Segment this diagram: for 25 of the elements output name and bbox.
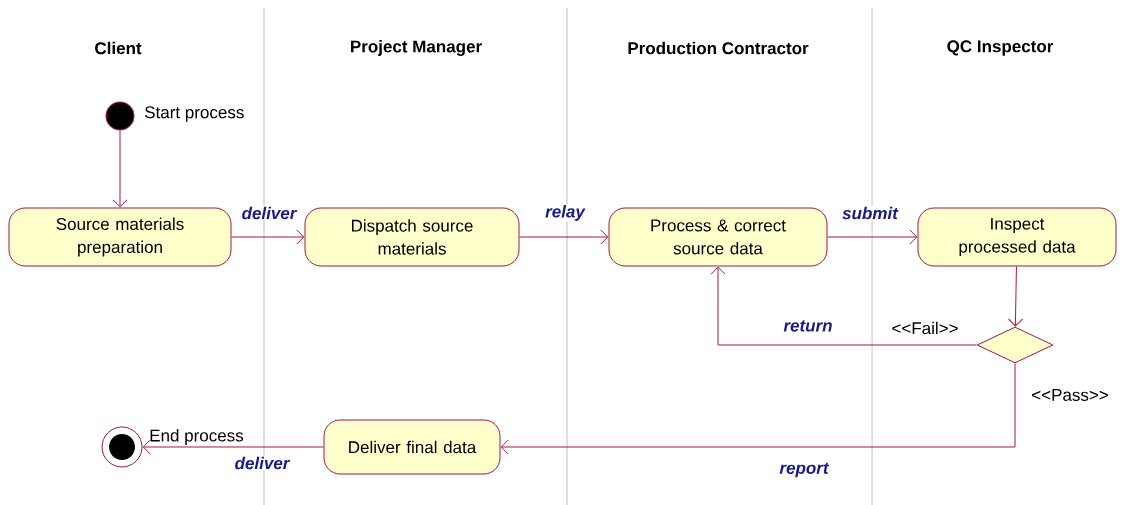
lane-heading: QC Inspector [947,40,1054,56]
arrow [112,130,128,208]
node-caption: Start process [145,106,244,122]
end-node [101,426,143,468]
arrow [710,266,977,346]
activity-box: Process & correct source data [608,207,828,267]
lane-heading: Project Manager [351,40,482,56]
activity-box: Inspect processed data [917,207,1117,267]
activity-box: Dispatch source materials [304,207,520,267]
lane-heading: Production Contractor [628,41,809,55]
start-node [105,101,135,131]
lane-heading: Client [95,41,142,55]
arrow [1008,266,1023,327]
node-caption: End process [150,429,244,445]
arrow [500,363,1016,455]
arrow [231,229,305,245]
activity-box: Source materials preparation [8,207,232,267]
activity-box: Deliver final data [323,419,501,475]
arrow [827,229,918,245]
edge-label: relay [544,204,586,222]
edge-label: return [782,319,834,333]
arrow [519,229,609,245]
arrow [142,439,324,455]
decision-diamond [976,326,1054,364]
guard-label: <<Pass>> [1030,388,1110,402]
